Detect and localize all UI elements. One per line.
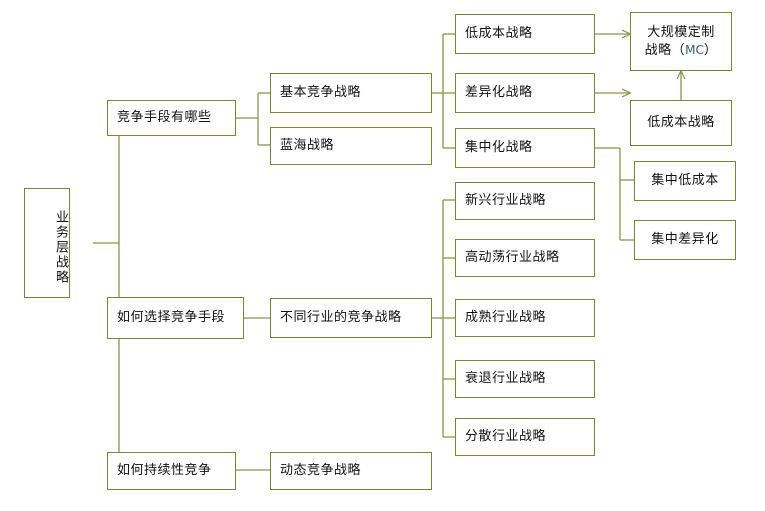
node-label-line2-suffix: ）	[703, 42, 718, 58]
node-blue-ocean-strategy[interactable]: 蓝海战略	[270, 127, 432, 165]
node-how-to-choose[interactable]: 如何选择竞争手段	[107, 297, 244, 339]
node-label: 如何选择竞争手段	[117, 310, 226, 326]
node-label-line1: 大规模定制	[647, 24, 715, 40]
node-focus-strategy[interactable]: 集中化战略	[455, 128, 595, 168]
node-label: 不同行业的竞争战略	[280, 310, 402, 326]
node-industry-competitive-strategy[interactable]: 不同行业的竞争战略	[270, 298, 432, 338]
node-label: 动态竞争战略	[280, 463, 362, 479]
node-root-label: 业务层战略	[53, 209, 68, 285]
node-label: 高动荡行业战略	[465, 250, 560, 266]
node-label: 成熟行业战略	[465, 310, 547, 326]
node-fragmented-industry-strategy[interactable]: 分散行业战略	[455, 418, 595, 456]
node-label: 大规模定制战略（MC）	[631, 24, 731, 59]
node-label: 集中化战略	[465, 140, 533, 156]
node-dynamic-competition-strategy[interactable]: 动态竞争战略	[270, 452, 432, 490]
node-differentiation-strategy[interactable]: 差异化战略	[455, 73, 595, 113]
node-label: 基本竞争战略	[280, 85, 362, 101]
node-label: 如何持续性竞争	[117, 463, 212, 479]
node-mature-industry-strategy[interactable]: 成熟行业战略	[455, 299, 595, 337]
node-label: 新兴行业战略	[465, 193, 547, 209]
node-low-cost-strategy-outcome[interactable]: 低成本战略	[630, 100, 732, 146]
node-label: 分散行业战略	[465, 429, 547, 445]
node-label-line2-prefix: 战略（	[644, 42, 686, 58]
node-label: 低成本战略	[647, 115, 715, 131]
node-label: 集中差异化	[651, 232, 719, 248]
node-emerging-industry-strategy[interactable]: 新兴行业战略	[455, 182, 595, 220]
node-low-cost-strategy[interactable]: 低成本战略	[455, 14, 595, 54]
node-label-abbr: MC	[685, 42, 704, 57]
node-mass-customization-strategy[interactable]: 大规模定制战略（MC）	[630, 12, 732, 71]
node-focused-differentiation[interactable]: 集中差异化	[634, 220, 736, 260]
node-declining-industry-strategy[interactable]: 衰退行业战略	[455, 360, 595, 398]
node-focused-low-cost[interactable]: 集中低成本	[634, 161, 736, 201]
node-label: 低成本战略	[465, 26, 533, 42]
node-basic-competitive-strategy[interactable]: 基本竞争战略	[270, 73, 432, 113]
node-label: 蓝海战略	[280, 138, 335, 154]
node-label: 集中低成本	[651, 173, 719, 189]
node-turbulent-industry-strategy[interactable]: 高动荡行业战略	[455, 239, 595, 277]
node-root[interactable]: 业务层战略	[24, 188, 70, 298]
node-label: 衰退行业战略	[465, 371, 547, 387]
node-label: 竞争手段有哪些	[117, 110, 212, 126]
node-label: 差异化战略	[465, 85, 533, 101]
node-competitive-means[interactable]: 竞争手段有哪些	[107, 100, 236, 136]
node-how-to-sustain[interactable]: 如何持续性竞争	[107, 452, 236, 490]
